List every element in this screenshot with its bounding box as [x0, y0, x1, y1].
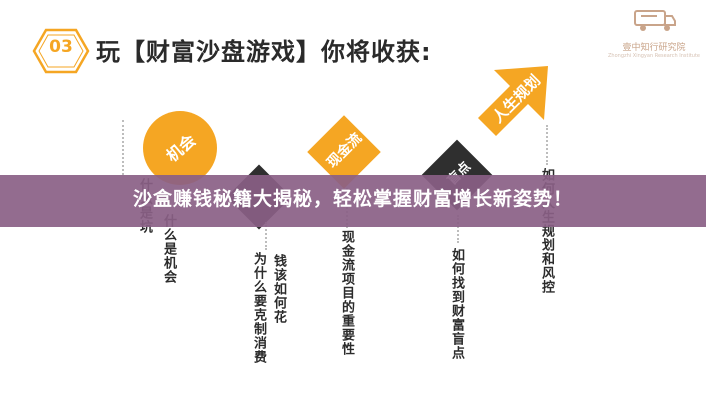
step-2-description-2: 钱该如何花: [271, 254, 286, 324]
step-3-description: 现金流项目的重要性: [339, 230, 354, 356]
step-number: 03: [49, 37, 73, 57]
step-3-diamond: [307, 115, 381, 189]
step-2-description: 为什么要克制消费: [251, 252, 266, 364]
banner-text: 沙盒赚钱秘籍大揭秘，轻松掌握财富增长新姿势！: [132, 188, 573, 210]
connector-2: [265, 222, 267, 250]
connector-5: [546, 125, 548, 165]
truck-logo-icon: [634, 10, 676, 31]
step-1-circle: [143, 111, 217, 185]
step-number-badge: [32, 28, 90, 74]
step-1-description-2: 什么是机会: [161, 214, 176, 284]
step-4-description: 如何找到财富盲点: [449, 248, 464, 360]
logo-name: 壹中知行研究院: [622, 43, 686, 53]
connector-4: [457, 215, 459, 243]
page-title: 玩【财富沙盘游戏】你将收获:: [96, 38, 432, 66]
brand-logo: 壹中知行研究院 Zhongzhi Xingyan Research Instit…: [606, 8, 702, 64]
step-5-arrow: [478, 66, 548, 136]
logo-subtitle: Zhongzhi Xingyan Research Institute: [608, 53, 700, 59]
connector-1: [122, 120, 124, 175]
title-banner: [0, 175, 706, 227]
